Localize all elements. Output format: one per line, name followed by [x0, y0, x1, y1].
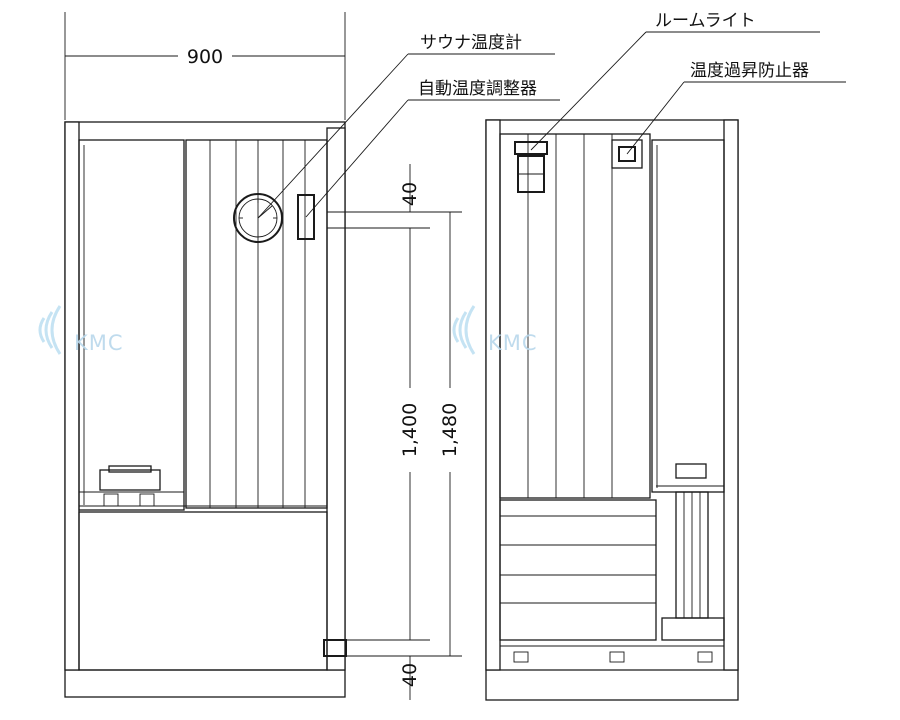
- auto-thermostat-box: [297, 194, 315, 240]
- sauna-thermometer-label: サウナ温度計: [420, 33, 522, 53]
- watermark-left-text: KMC: [74, 331, 124, 355]
- callout-overheat-protector: 温度過昇防止器: [626, 61, 846, 155]
- outer-height-dimension-label: 1,480: [439, 403, 461, 457]
- glass-panel: [78, 139, 185, 511]
- width-dimension-label: 900: [187, 46, 223, 68]
- right-glass-panel: [651, 139, 725, 493]
- right-view-right-wall: [723, 119, 739, 671]
- left-side-wall: [64, 121, 80, 671]
- overheat-protector-box: [611, 139, 643, 169]
- right-view-left-wall: [485, 119, 501, 671]
- right-heater: [656, 463, 725, 641]
- watermark-right: KMC: [452, 305, 538, 355]
- left-lower-panel: [78, 511, 328, 671]
- watermark-left: KMC: [38, 305, 124, 355]
- dimension-width: 900: [64, 12, 346, 120]
- plank-wall-frame: [185, 139, 328, 509]
- callout-room-light: ルームライト: [530, 11, 820, 151]
- dimension-heights: 40 1,400 1,480 40: [345, 164, 462, 700]
- callout-sauna-thermometer: サウナ温度計: [257, 33, 555, 219]
- bottom-gap-dimension-label: 40: [399, 663, 421, 687]
- top-gap-dimension-label: 40: [399, 182, 421, 206]
- left-elevation: [64, 121, 347, 698]
- right-bench: [499, 499, 657, 641]
- right-side-wall: [326, 127, 346, 671]
- right-elevation: [485, 119, 739, 701]
- left-heater: [79, 465, 184, 507]
- inner-height-dimension-label: 1,400: [399, 403, 421, 457]
- right-plank-wall: [499, 133, 651, 499]
- auto-thermostat-label: 自動温度調整器: [418, 79, 537, 99]
- watermark-right-text: KMC: [488, 331, 538, 355]
- room-light-label: ルームライト: [655, 11, 756, 31]
- left-bottom-block: [323, 639, 347, 657]
- sauna-thermometer-dial: [233, 193, 283, 243]
- room-light-fixture: [514, 141, 548, 193]
- overheat-protector-label: 温度過昇防止器: [690, 61, 809, 81]
- right-floor-slats: [500, 645, 724, 663]
- callout-auto-thermostat: 自動温度調整器: [305, 79, 560, 218]
- left-cabinet-outline: [64, 121, 346, 698]
